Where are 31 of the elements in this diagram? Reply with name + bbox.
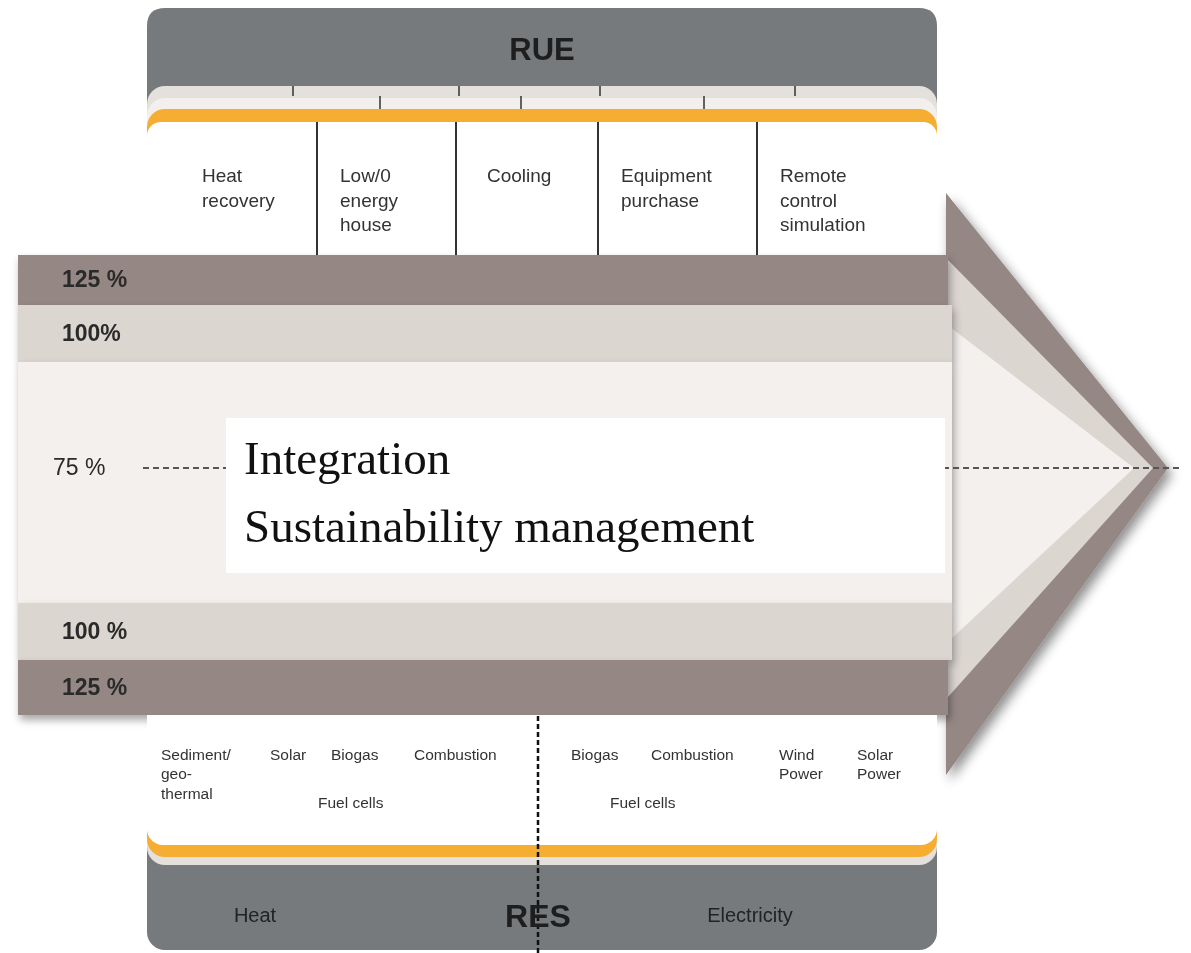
panel-heading: RUE [508,34,576,65]
source-label: Biogas [331,745,380,765]
panel-label: Electricity [706,905,794,925]
percentage-band [18,305,952,362]
source-label: Wind Power [779,745,824,784]
source-label: Combustion [414,745,498,765]
percentage-label: 100% [62,318,121,348]
percentage-label: 75 % [53,453,106,483]
panel-heading: RES [504,900,572,932]
category-label: Remote control simulation [780,164,867,238]
panel-label: Heat [232,905,278,925]
source-label: Fuel cells [318,793,385,813]
percentage-label: 125 % [62,265,128,295]
source-label: Combustion [651,745,735,765]
percentage-band [18,660,948,715]
category-label: Cooling [487,164,553,188]
category-label: Equipment purchase [621,164,713,213]
percentage-band [18,255,948,305]
source-label: Biogas [571,745,620,765]
category-label: Heat recovery [202,164,276,213]
title-text: Sustainability management [244,499,755,554]
source-label: Solar [270,745,308,765]
source-label: Sediment/ geo- thermal [161,745,231,804]
title-box [226,418,945,573]
title-text: Integration [244,431,451,486]
percentage-band [18,603,952,660]
percentage-label: 125 % [62,672,128,702]
source-label: Solar Power [857,745,902,784]
source-label: Fuel cells [610,793,677,813]
category-label: Low/0 energy house [340,164,400,238]
percentage-label: 100 % [62,616,128,646]
